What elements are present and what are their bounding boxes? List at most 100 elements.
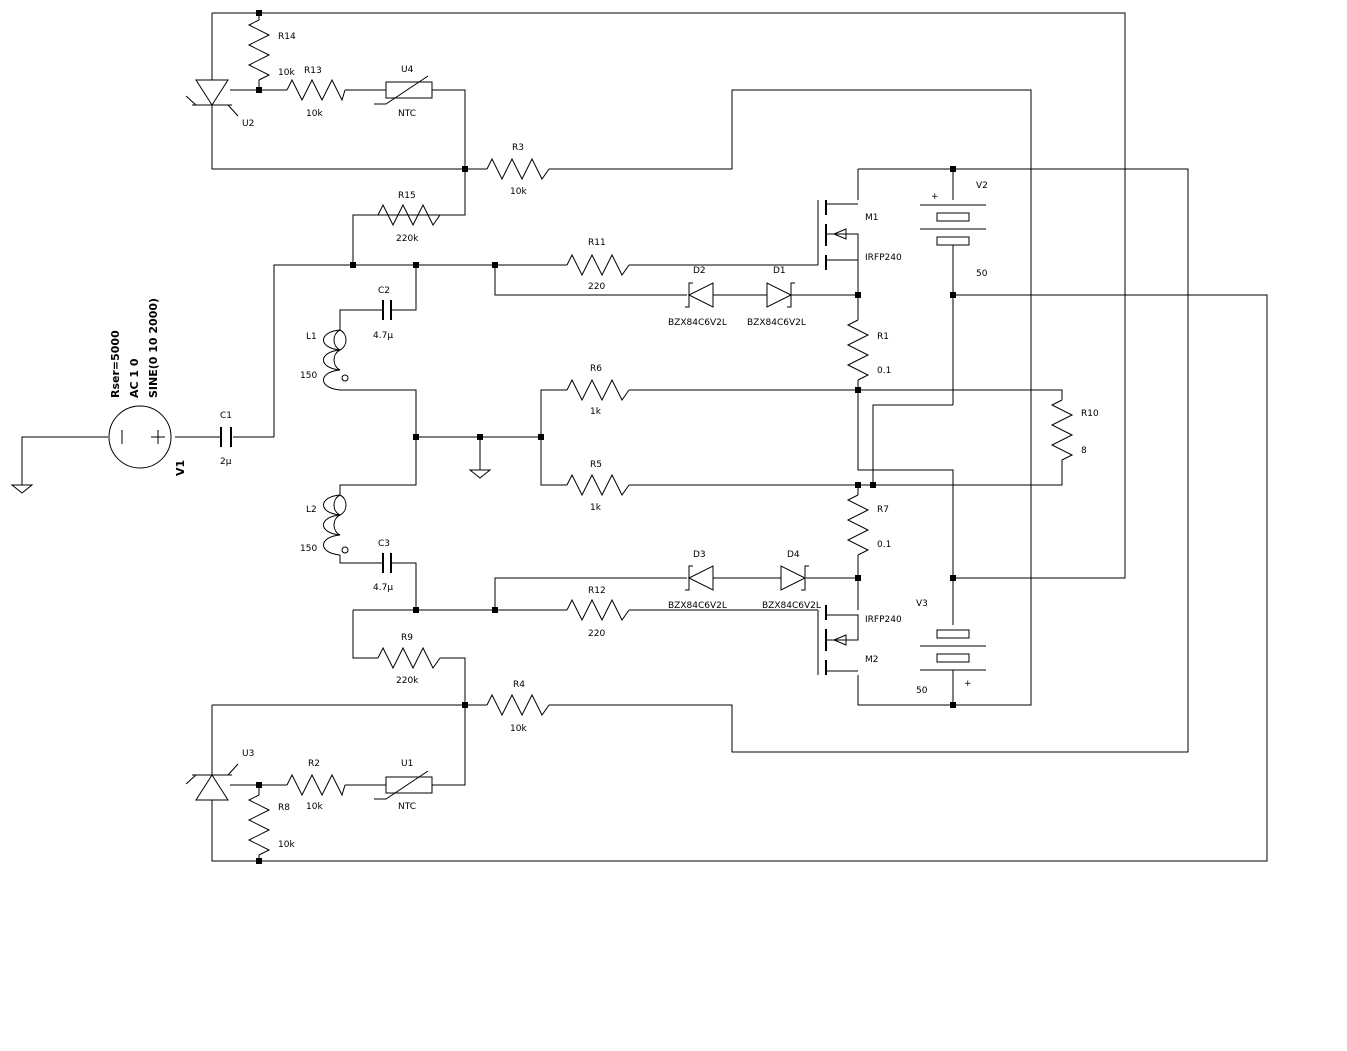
zener-d3 <box>685 565 714 591</box>
label-m1: M1 <box>865 213 879 223</box>
inductor-l2 <box>323 494 349 556</box>
label-u4: U4 <box>401 65 414 75</box>
resistor-r3 <box>486 157 550 181</box>
value-v2: 50 <box>976 269 988 279</box>
inductor-l1 <box>323 329 349 391</box>
value-d2: BZX84C6V2L <box>668 318 727 328</box>
value-r14: 10k <box>278 68 295 78</box>
mosfet-m1 <box>817 200 859 270</box>
label-m2: M2 <box>865 655 879 665</box>
label-d2: D2 <box>693 266 706 276</box>
value-r15: 220k <box>396 234 419 244</box>
v2-plus: + <box>931 192 939 202</box>
value-d4: BZX84C6V2L <box>762 601 821 611</box>
resistor-r14 <box>247 19 271 81</box>
label-r5: R5 <box>590 460 602 470</box>
value-l2: 150 <box>300 544 317 554</box>
resistor-r8 <box>247 794 271 856</box>
label-r7: R7 <box>877 505 889 515</box>
value-r11: 220 <box>588 282 605 292</box>
label-r9: R9 <box>401 633 413 643</box>
ground-icon-left <box>10 484 34 494</box>
resistor-r10 <box>1050 399 1074 461</box>
label-v3: V3 <box>916 599 928 609</box>
v1-rser: Rser=5000 <box>109 330 122 398</box>
resistor-r12 <box>566 598 630 622</box>
label-r15: R15 <box>398 191 416 201</box>
battery-v3 <box>920 629 986 671</box>
label-r11: R11 <box>588 238 606 248</box>
label-c3: C3 <box>378 539 390 549</box>
mosfet-m2 <box>817 605 859 675</box>
value-r2: 10k <box>306 802 323 812</box>
battery-v2 <box>920 204 986 246</box>
value-c1: 2µ <box>220 457 232 467</box>
v1-ac: AC 1 0 <box>128 358 141 398</box>
value-r5: 1k <box>590 503 602 513</box>
v1-sine: SINE(0 10 2000) <box>147 298 160 398</box>
label-v2: V2 <box>976 181 988 191</box>
resistor-r15 <box>353 203 465 227</box>
value-d3: BZX84C6V2L <box>668 601 727 611</box>
label-r8: R8 <box>278 803 290 813</box>
diode-u2 <box>185 79 239 117</box>
capacitor-c2 <box>382 300 392 320</box>
label-l2: L2 <box>306 505 317 515</box>
value-r1: 0.1 <box>877 366 891 376</box>
label-r1: R1 <box>877 332 889 342</box>
value-v3: 50 <box>916 686 928 696</box>
value-c3: 4.7µ <box>373 583 393 593</box>
component-labels: R14 10k R13 10k U4 NTC U2 R3 10k R15 220… <box>109 32 1099 850</box>
value-u4: NTC <box>398 109 416 119</box>
zener-d4 <box>780 565 809 591</box>
value-r4: 10k <box>510 724 527 734</box>
wires <box>21 12 1268 862</box>
label-d4: D4 <box>787 550 800 560</box>
v3-plus: + <box>964 679 972 689</box>
diode-u3 <box>185 763 239 801</box>
zener-d2 <box>685 282 714 308</box>
value-r13: 10k <box>306 109 323 119</box>
value-l1: 150 <box>300 371 317 381</box>
label-r6: R6 <box>590 364 602 374</box>
resistor-r7 <box>846 494 870 556</box>
label-u3: U3 <box>242 749 254 759</box>
label-r3: R3 <box>512 143 524 153</box>
label-c2: C2 <box>378 286 390 296</box>
resistor-r2 <box>286 773 346 797</box>
resistor-r6 <box>566 378 630 402</box>
label-d3: D3 <box>693 550 706 560</box>
zener-d1 <box>766 282 795 308</box>
resistor-r5 <box>566 473 630 497</box>
capacitor-c3 <box>382 553 392 573</box>
thermistor-u4 <box>374 75 433 105</box>
value-r10: 8 <box>1081 446 1087 456</box>
value-r3: 10k <box>510 187 527 197</box>
resistor-r4 <box>486 693 550 717</box>
label-r14: R14 <box>278 32 296 42</box>
label-l1: L1 <box>306 332 317 342</box>
value-m2: IRFP240 <box>865 615 902 625</box>
ground-icon <box>468 469 492 479</box>
resistor-r13 <box>286 78 346 102</box>
label-r13: R13 <box>304 66 322 76</box>
label-d1: D1 <box>773 266 786 276</box>
value-d1: BZX84C6V2L <box>747 318 806 328</box>
junction-dots <box>256 10 956 864</box>
value-u1: NTC <box>398 802 416 812</box>
resistor-r1 <box>846 319 870 381</box>
resistor-r11 <box>566 253 630 277</box>
voltage-source-v1 <box>108 405 172 469</box>
capacitor-c1 <box>220 427 232 447</box>
label-u1: U1 <box>401 759 413 769</box>
value-m1: IRFP240 <box>865 253 902 263</box>
label-r2: R2 <box>308 759 320 769</box>
label-u2: U2 <box>242 119 254 129</box>
value-r7: 0.1 <box>877 540 891 550</box>
resistor-r9 <box>377 646 441 670</box>
label-r4: R4 <box>513 680 525 690</box>
label-r10: R10 <box>1081 409 1099 419</box>
value-r12: 220 <box>588 629 605 639</box>
label-c1: C1 <box>220 411 232 421</box>
